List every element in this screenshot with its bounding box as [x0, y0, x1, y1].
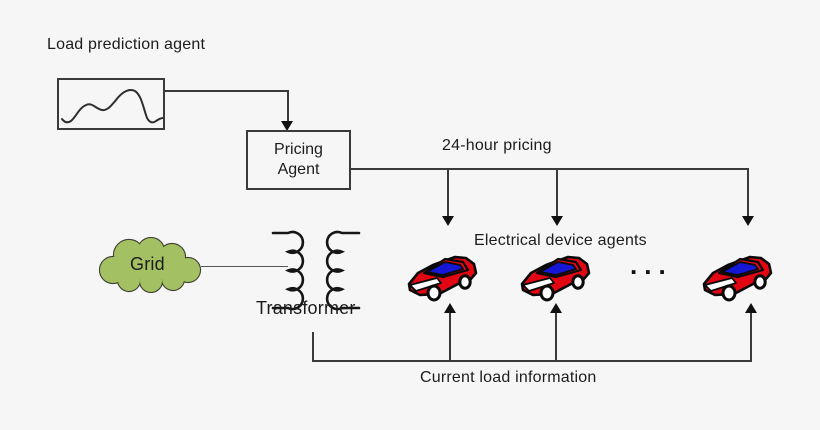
arrowhead-pricing-2-icon: [551, 216, 563, 226]
cloud-icon: [98, 237, 202, 293]
load-prediction-agent-label: Load prediction agent: [47, 36, 206, 53]
car-icon: [516, 249, 594, 305]
arrowhead-into-pricing-icon: [281, 121, 293, 131]
arrowhead-load-2-icon: [550, 303, 562, 313]
current-load-label: Current load information: [420, 369, 597, 386]
arrowhead-load-3-icon: [745, 303, 757, 313]
arrowhead-load-1-icon: [444, 303, 456, 313]
load-forecast-curve-icon: [61, 89, 163, 124]
pricing-drop-3: [747, 169, 749, 217]
arrowhead-pricing-1-icon: [442, 216, 454, 226]
more-devices-ellipsis: ...: [630, 250, 673, 280]
edge-loadpred-to-pricing-h: [165, 90, 289, 92]
load-bus-line: [312, 360, 752, 362]
edge-grid-to-transformer: [201, 266, 288, 267]
pricing-agent-box: Pricing Agent: [246, 130, 351, 190]
pricing-drop-1: [447, 169, 449, 217]
load-bus-from-transformer: [312, 332, 314, 362]
transformer-coils-icon: [271, 230, 361, 311]
pricing-agent-label-line1: Pricing: [274, 141, 323, 158]
load-rise-3: [750, 312, 752, 362]
load-rise-1: [449, 312, 451, 362]
pricing-drop-2: [556, 169, 558, 217]
car-icon: [698, 249, 776, 305]
load-prediction-box: [57, 78, 165, 130]
car-icon: [403, 249, 481, 305]
arrowhead-pricing-3-icon: [742, 216, 754, 226]
grid-label: Grid: [130, 254, 165, 274]
pricing-bus-line: [351, 168, 749, 170]
load-rise-2: [555, 312, 557, 362]
edge-loadpred-to-pricing-v: [287, 90, 289, 122]
device-agents-label: Electrical device agents: [474, 232, 647, 249]
transformer-label: Transformer: [256, 298, 356, 318]
pricing-bus-label: 24-hour pricing: [442, 137, 552, 154]
pricing-agent-label-line2: Agent: [277, 161, 320, 178]
